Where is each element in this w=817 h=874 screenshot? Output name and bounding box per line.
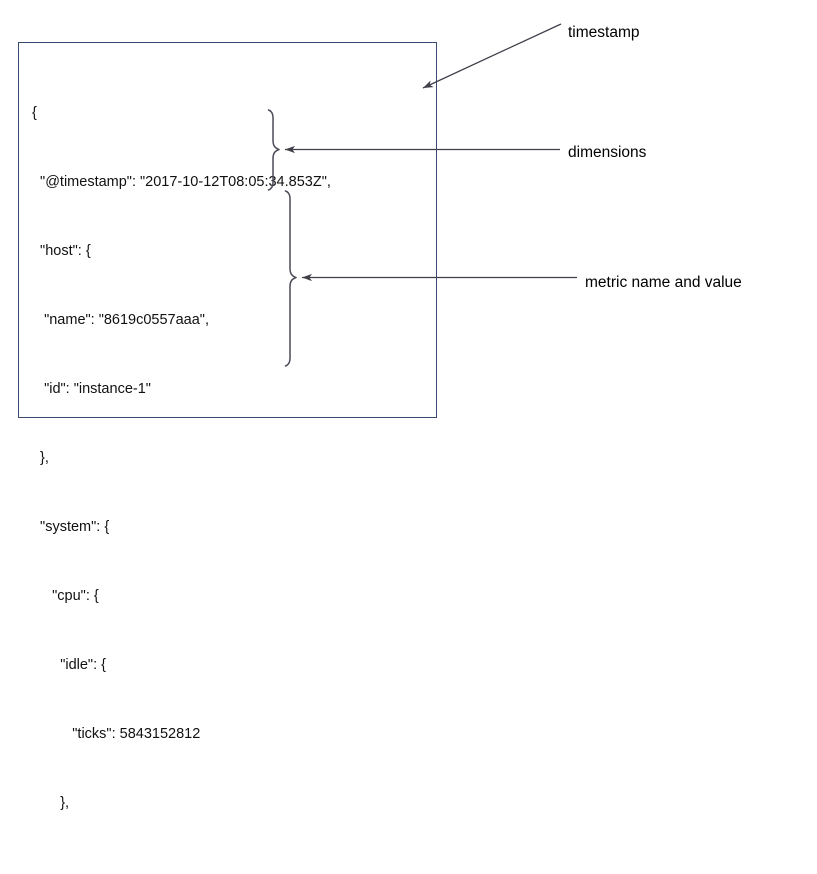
json-code-block: { "@timestamp": "2017-10-12T08:05:34.853… <box>32 56 432 874</box>
json-line-ellipsis: … <box>32 864 75 874</box>
annotation-label-timestamp: timestamp <box>568 24 640 41</box>
json-line-cpu-open: "cpu": { <box>32 588 99 604</box>
annotation-label-dimensions: dimensions <box>568 144 647 161</box>
diagram-canvas: { "@timestamp": "2017-10-12T08:05:34.853… <box>18 23 742 874</box>
json-line-system-open: "system": { <box>32 519 110 535</box>
json-line-idle-open: "idle": { <box>32 657 106 673</box>
json-line-ticks: "ticks": 5843152812 <box>32 726 201 742</box>
json-line: { <box>32 105 37 121</box>
json-document-box <box>18 42 437 418</box>
json-line-host-id: "id": "instance-1" <box>32 381 151 397</box>
json-line-host-close: }, <box>32 450 49 466</box>
json-line-host-name: "name": "8619c0557aaa", <box>32 312 209 328</box>
json-line-host-open: "host": { <box>32 243 91 259</box>
arrow-timestamp <box>422 23 562 89</box>
json-line-idle-close: }, <box>32 795 70 811</box>
annotation-label-metric: metric name and value <box>585 274 742 291</box>
json-line-timestamp: "@timestamp": "2017-10-12T08:05:34.853Z"… <box>32 174 331 190</box>
